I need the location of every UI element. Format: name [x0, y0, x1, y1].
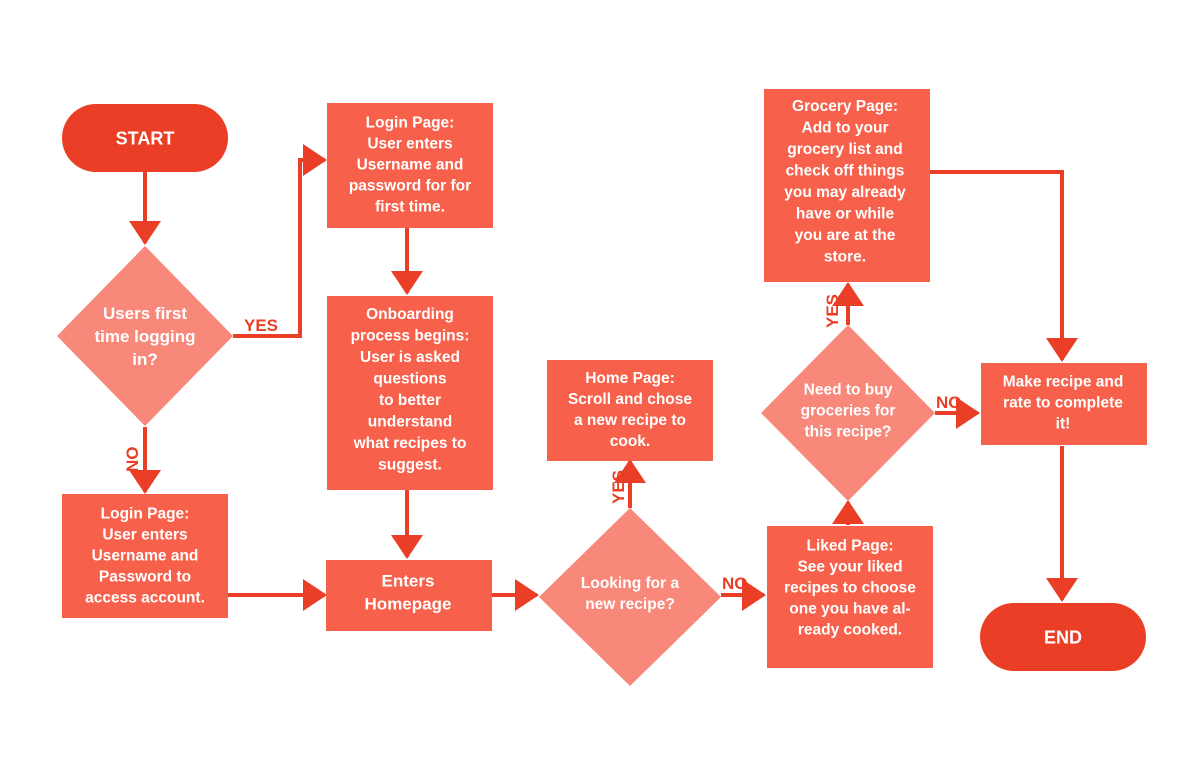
node-label-line: what recipes to [353, 435, 467, 452]
edge-first-time-yes [233, 144, 327, 338]
node-first-time-label: Users first time logging in? [94, 304, 195, 369]
label-no-looking: NO [722, 574, 748, 593]
node-label-line: password for for [349, 177, 471, 194]
node-label-line: groceries for [801, 402, 896, 419]
node-label-line: ready cooked. [798, 621, 902, 638]
node-label-line: Need to buy [804, 381, 893, 398]
node-label-line: Username and [357, 156, 464, 173]
node-label-line: recipes to choose [784, 579, 916, 596]
node-home-page: Home Page: Scroll and chose a new recipe t… [547, 360, 713, 461]
node-first-time-decision: Users first time logging in? [57, 246, 233, 426]
node-label-line: Login Page: [366, 114, 455, 131]
node-label-line: check off things [786, 163, 905, 180]
node-label-line: Make recipe and [1003, 373, 1124, 390]
node-label-line: END [1044, 627, 1082, 647]
node-label-line: Homepage [365, 594, 452, 613]
node-label-line: grocery list and [787, 141, 902, 158]
node-label-line: you may already [784, 184, 906, 201]
node-label-line: Login Page: [101, 505, 190, 522]
node-home-page-label: Home Page: Scroll and chose a new recipe t… [568, 370, 692, 450]
connector-labels: YES NO YES NO YES NO [123, 294, 962, 593]
label-no-first-time: NO [123, 447, 142, 473]
node-label-line: User enters [102, 526, 187, 543]
node-label-line: to better [379, 392, 441, 409]
node-looking-decision: Looking for a new recipe? [539, 508, 721, 686]
node-label-line: it! [1056, 415, 1071, 432]
node-liked-page-label: Liked Page: See your liked recipes to choo… [784, 537, 916, 638]
node-liked-page: Liked Page: See your liked recipes to choo… [767, 526, 933, 668]
node-label-line: you are at the [795, 227, 896, 244]
node-label-line: Users first [103, 304, 187, 323]
node-label-line: Add to your [802, 120, 889, 137]
node-label-line: questions [373, 371, 446, 388]
node-label-line: Looking for a [581, 575, 680, 592]
node-label-line: this recipe? [805, 423, 892, 440]
node-onboarding-label: Onboarding process begins: User is asked qu… [351, 306, 470, 474]
node-end: END [980, 603, 1146, 671]
node-onboarding: Onboarding process begins: User is asked qu… [327, 296, 493, 490]
node-label-line: time logging [94, 327, 195, 346]
node-label-line: Scroll and chose [568, 391, 692, 408]
node-label-line: Username and [92, 547, 199, 564]
node-label-line: store. [824, 249, 866, 266]
node-label-line: See your liked [797, 558, 902, 575]
node-looking-label: Looking for a new recipe? [581, 575, 680, 613]
node-grocery-page: Grocery Page: Add to your grocery list and… [764, 89, 930, 282]
node-label-line: have or while [796, 206, 895, 223]
node-label-line: one you have al- [789, 600, 910, 617]
node-label-line: Home Page: [585, 370, 675, 387]
node-label-line: access account. [85, 589, 205, 606]
node-label-line: Liked Page: [807, 537, 894, 554]
node-label-line: START [116, 128, 175, 148]
flowchart-nodes: START Users first time logging in? Login P… [57, 89, 1147, 686]
node-start-label: START [116, 128, 175, 148]
node-grocery-page-label: Grocery Page: Add to your grocery list and… [784, 98, 906, 265]
node-label-line: Onboarding [366, 306, 454, 323]
node-label-line: Grocery Page: [792, 98, 898, 115]
node-label-line: new recipe? [585, 596, 675, 613]
node-label-line: first time. [375, 198, 445, 215]
node-need-groceries-decision: Need to buy groceries for this recipe? [761, 325, 935, 501]
node-label-line: User is asked [360, 349, 460, 366]
node-label-line: in? [132, 350, 158, 369]
node-label-line: rate to complete [1003, 394, 1123, 411]
label-yes-first-time: YES [244, 316, 278, 335]
node-label-line: User enters [367, 135, 452, 152]
label-no-groceries: NO [936, 393, 962, 412]
node-start: START [62, 104, 228, 172]
connectors [129, 144, 1078, 611]
node-make-recipe-label: Make recipe and rate to complete it! [1003, 373, 1124, 432]
node-label-line: Enters [382, 571, 435, 590]
label-yes-groceries: YES [823, 294, 842, 328]
node-label-line: process begins: [351, 328, 470, 345]
node-label-line: understand [368, 414, 452, 431]
node-label-line: cook. [610, 433, 650, 450]
label-yes-looking: YES [609, 470, 628, 504]
node-end-label: END [1044, 627, 1082, 647]
node-label-line: a new recipe to [574, 412, 686, 429]
node-need-groceries-label: Need to buy groceries for this recipe? [801, 381, 896, 440]
node-label-line: suggest. [378, 457, 442, 474]
node-make-recipe: Make recipe and rate to complete it! [981, 363, 1147, 445]
node-label-line: Password to [99, 568, 191, 585]
edge-grocery-to-make-recipe [930, 170, 1078, 362]
